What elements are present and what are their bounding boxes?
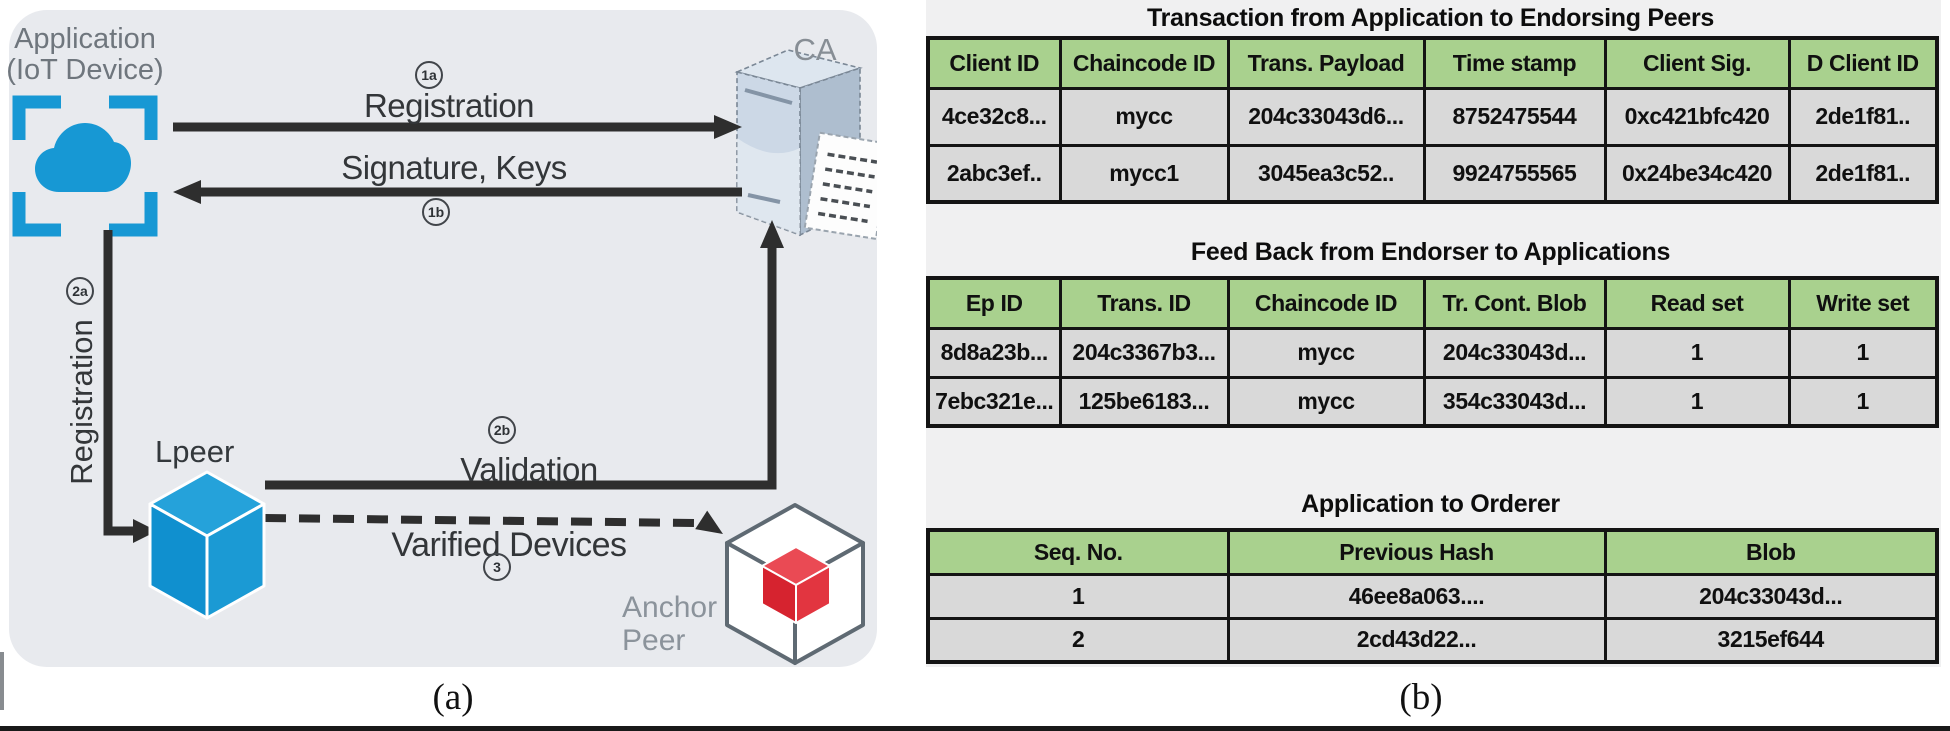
column-header: Trans. Payload xyxy=(1226,36,1426,90)
subfigure-caption-a: (a) xyxy=(432,677,474,718)
application-label-line1: Application xyxy=(14,23,156,55)
table-cell: mycc1 xyxy=(1058,143,1230,204)
table-cell: 3215ef644 xyxy=(1603,616,1939,664)
column-header: Ep ID xyxy=(926,276,1062,330)
step-badge-3: 3 xyxy=(483,553,511,581)
anchor-label-line2: Peer xyxy=(622,624,686,657)
subfigure-caption-b: (b) xyxy=(1399,677,1443,718)
table3-title: Application to Orderer xyxy=(1301,490,1560,518)
varified-devices-edge-label: Varified Devices xyxy=(391,526,627,564)
column-header: Seq. No. xyxy=(926,528,1230,576)
table-cell: 3045ea3c52.. xyxy=(1226,143,1426,204)
registration-vertical-edge-label: Registration xyxy=(64,319,99,485)
column-header: Chaincode ID xyxy=(1058,36,1230,90)
table-cell: 7ebc321e... xyxy=(926,375,1062,428)
column-header: Read set xyxy=(1603,276,1791,330)
cloud-icon xyxy=(35,123,131,192)
table-cell: mycc xyxy=(1058,86,1230,147)
ca-node-label: CA xyxy=(793,32,837,67)
column-header: Chaincode ID xyxy=(1226,276,1426,330)
column-header: Trans. ID xyxy=(1058,276,1230,330)
signature-keys-arrow xyxy=(173,180,742,204)
table-cell: 1 xyxy=(1603,375,1791,428)
lpeer-node-label: Lpeer xyxy=(155,434,235,469)
table-cell: 8752475544 xyxy=(1422,86,1607,147)
validation-edge-label: Validation xyxy=(460,451,598,488)
anchor-peer-cube-icon xyxy=(725,503,865,665)
figure-bottom-rule xyxy=(0,726,1950,731)
column-header: Tr. Cont. Blob xyxy=(1422,276,1607,330)
step-badge-2b: 2b xyxy=(488,416,516,444)
varified-devices-dashed-arrow xyxy=(264,510,723,534)
column-header: Blob xyxy=(1603,528,1939,576)
anchor-peer-node-label: Anchor Peer xyxy=(622,591,737,657)
step-badge-2a: 2a xyxy=(66,277,94,305)
registration-arrow xyxy=(173,115,742,139)
registration-edge-label: Registration xyxy=(363,87,535,124)
table-cell: 2 xyxy=(926,616,1230,664)
table-cell: 1 xyxy=(1787,375,1939,428)
table-cell: mycc xyxy=(1226,326,1426,379)
table-cell: 1 xyxy=(1787,326,1939,379)
step-badge-1a: 1a xyxy=(415,61,443,89)
column-header: D Client ID xyxy=(1787,36,1939,90)
table-cell: 46ee8a063.... xyxy=(1226,572,1607,620)
ca-server-icon xyxy=(734,49,877,241)
table-cell: 9924755565 xyxy=(1422,143,1607,204)
application-node-label: Application (IoT Device) xyxy=(0,24,170,86)
table-cell: 0xc421bfc420 xyxy=(1603,86,1791,147)
figure-left-edge-mark xyxy=(0,652,4,710)
table-cell: 1 xyxy=(926,572,1230,620)
table-cell: 204c33043d6... xyxy=(1226,86,1426,147)
lpeer-cube-icon xyxy=(148,470,266,620)
table-cell: 2de1f81.. xyxy=(1787,143,1939,204)
table-cell: 4ce32c8... xyxy=(926,86,1062,147)
table-cell: 2cd43d22... xyxy=(1226,616,1607,664)
table-cell: 1 xyxy=(1603,326,1791,379)
diagram-canvas xyxy=(12,49,877,665)
table2-title: Feed Back from Endorser to Applications xyxy=(1190,238,1671,266)
table-cell: mycc xyxy=(1226,375,1426,428)
column-header: Previous Hash xyxy=(1226,528,1607,576)
validation-arrow xyxy=(265,220,784,490)
column-header: Time stamp xyxy=(1422,36,1607,90)
table-cell: 2abc3ef.. xyxy=(926,143,1062,204)
table-cell: 8d8a23b... xyxy=(926,326,1062,379)
table-cell: 125be6183... xyxy=(1058,375,1230,428)
certificate-document-icon xyxy=(803,131,877,241)
table-cell: 0x24be34c420 xyxy=(1603,143,1791,204)
signature-keys-edge-label: Signature, Keys xyxy=(341,149,567,186)
column-header: Write set xyxy=(1787,276,1939,330)
transaction-tables-panel: Transaction from Application to Endorsin… xyxy=(926,0,1941,667)
application-label-line2: (IoT Device) xyxy=(6,54,164,86)
iot-device-icon xyxy=(12,95,158,237)
table-cell: 204c33043d... xyxy=(1422,326,1607,379)
anchor-label-line1: Anchor xyxy=(622,591,718,624)
registration-2a-arrow xyxy=(103,230,157,543)
table-cell: 2de1f81.. xyxy=(1787,86,1939,147)
column-header: Client Sig. xyxy=(1603,36,1791,90)
column-header: Client ID xyxy=(926,36,1062,90)
step-badge-1b: 1b xyxy=(422,198,450,226)
table-cell: 354c33043d... xyxy=(1422,375,1607,428)
table-cell: 204c3367b3... xyxy=(1058,326,1230,379)
table1-title: Transaction from Application to Endorsin… xyxy=(1146,4,1714,32)
red-cube-icon xyxy=(761,546,831,624)
table-cell: 204c33043d... xyxy=(1603,572,1939,620)
iot-registration-diagram-panel: Application (IoT Device) CA Registration… xyxy=(6,10,877,667)
